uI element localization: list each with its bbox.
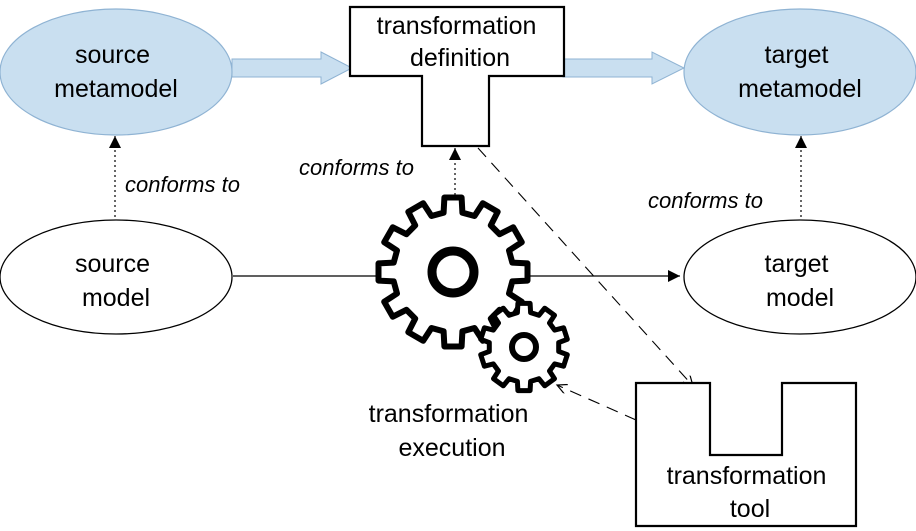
transformation-execution-label: transformation execution	[369, 400, 536, 462]
source-model-line-2: model	[82, 284, 150, 312]
source-to-definition-wide-arrow	[231, 51, 354, 85]
transformation-execution-line-1: transformation	[369, 400, 529, 428]
target-metamodel-line-2: metamodel	[738, 75, 862, 103]
source-model-line-1: source	[75, 250, 150, 278]
target-metamodel-node	[683, 8, 916, 136]
target-conforms-label: conforms to	[648, 188, 763, 213]
source-conforms-label: conforms to	[125, 172, 240, 197]
target-metamodel-line-1: target	[765, 41, 829, 69]
target-model-line-2: model	[766, 284, 834, 312]
target-model-line-1: target	[765, 250, 829, 278]
target-model-label: target model	[765, 250, 836, 312]
source-model-node	[0, 219, 233, 335]
source-model-label: source model	[75, 250, 157, 312]
transformation-definition-line-1: transformation	[377, 12, 537, 40]
transformation-tool-line-1: transformation	[667, 462, 827, 490]
transformation-execution-line-2: execution	[398, 434, 505, 462]
target-metamodel-label: target metamodel	[738, 41, 862, 103]
large-gear-icon	[375, 194, 531, 350]
transformation-tool-label: transformation tool	[667, 462, 834, 523]
transformation-definition-node	[348, 5, 566, 148]
definition-to-tool-arrow	[477, 147, 693, 386]
target-model-node	[683, 219, 916, 335]
source-metamodel-node	[0, 8, 233, 136]
definition-conforms-label: conforms to	[299, 155, 414, 180]
source-metamodel-line-2: metamodel	[54, 75, 178, 103]
source-metamodel-label: source metamodel	[54, 41, 178, 103]
transformation-tool-line-2: tool	[730, 495, 770, 523]
transformation-definition-line-2: definition	[410, 44, 510, 72]
small-gear-icon	[478, 300, 570, 394]
transformation-tool-node	[634, 381, 858, 528]
source-metamodel-line-1: source	[75, 41, 150, 69]
tool-to-execution-arrow	[557, 385, 637, 421]
definition-to-target-wide-arrow	[562, 51, 686, 85]
transformation-definition-label: transformation definition	[377, 12, 544, 72]
